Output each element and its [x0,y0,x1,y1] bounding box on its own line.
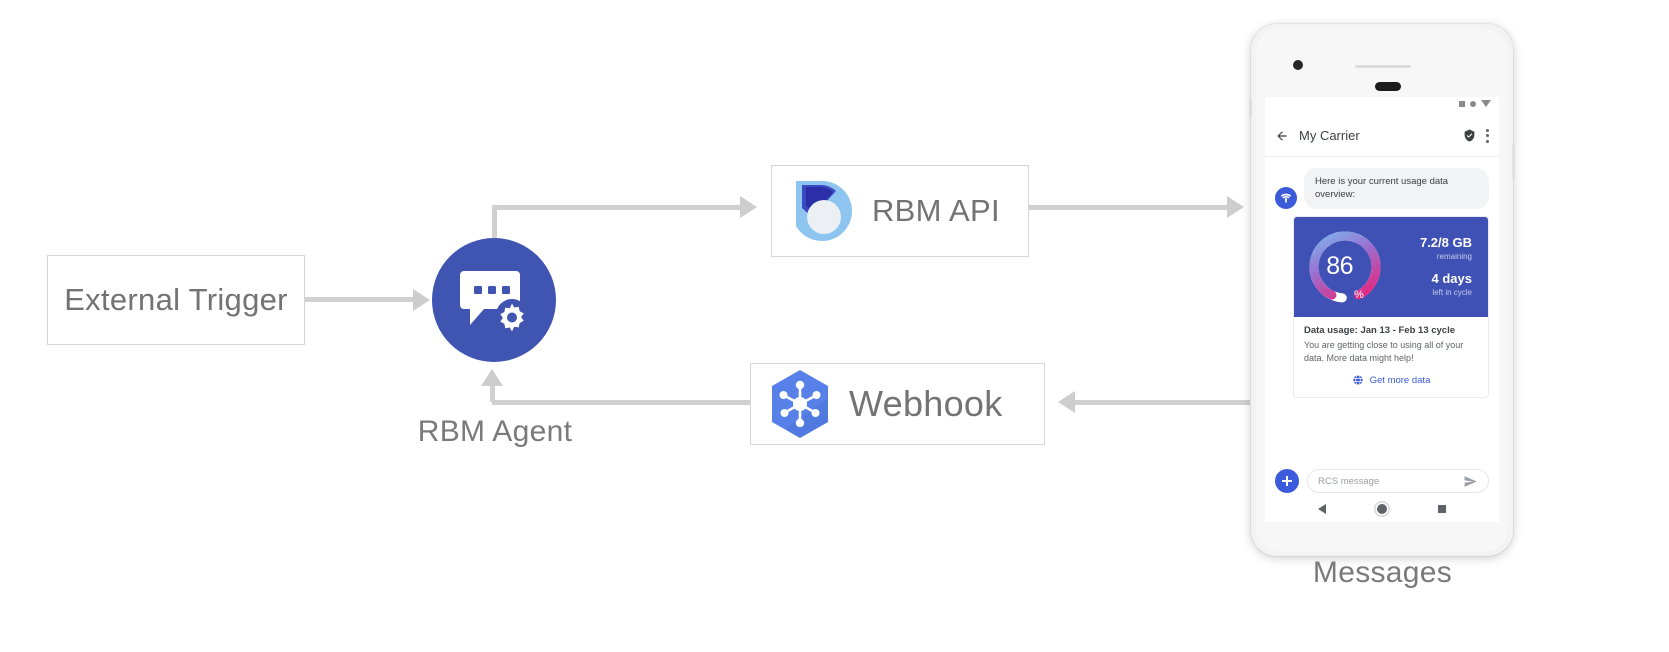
rbm-api-droplet-icon [796,181,852,241]
triangle-down-icon [1481,100,1491,107]
android-nav-bar [1265,496,1499,522]
plus-icon[interactable] [1275,469,1299,493]
arrowhead-messages-to-webhook [1058,391,1075,413]
rcs-message-input[interactable]: RCS message [1307,469,1489,493]
arrowhead-api-to-messages [1227,196,1244,218]
card-title: Data usage: Jan 13 - Feb 13 cycle [1304,324,1456,336]
rich-card[interactable]: 86 % 7.2/8 GB remaining 4 days lef [1293,215,1489,399]
nav-home-icon[interactable] [1376,504,1387,514]
phone-camera-icon [1293,60,1303,70]
verified-shield-icon [1464,129,1475,142]
message-text: Here is your current usage data overview… [1315,176,1449,201]
card-media: 86 % 7.2/8 GB remaining 4 days lef [1294,216,1488,317]
status-bar [1459,100,1491,107]
stat-days-value: 4 days [1431,271,1472,287]
node-rbm-api[interactable]: RBM API [771,165,1029,257]
phone-power-button[interactable] [1512,144,1515,178]
rbm-agent-label: RBM Agent [417,415,573,448]
card-stats: 7.2/8 GB remaining 4 days left in cycle [1394,236,1476,297]
connector-trigger-to-agent [305,297,415,302]
back-arrow-icon[interactable] [1275,129,1289,143]
arrowhead-trigger-to-agent [413,289,430,311]
stat-days-sub: left in cycle [1432,287,1472,297]
connector-agent-to-api [492,205,740,210]
phone-earpiece [1375,82,1401,91]
card-action-label: Get more data [1369,374,1431,386]
connector-webhook-to-agent [492,400,750,405]
stat-data-value: 7.2/8 GB [1419,235,1472,251]
conversation-list: Here is your current usage data overview… [1265,158,1499,468]
app-bar: My Carrier [1265,115,1499,157]
webhook-label: Webhook [849,383,1003,424]
avatar [1275,186,1297,209]
message-row: Here is your current usage data overview… [1265,168,1499,209]
card-description: You are getting close to using all of yo… [1304,339,1464,364]
external-trigger-label: External Trigger [64,282,288,317]
app-title: My Carrier [1299,128,1360,143]
card-action-get-more-data[interactable]: Get more data [1304,374,1478,388]
phone-screen: My Carrier [1265,97,1499,522]
node-webhook[interactable]: Webhook [750,363,1045,445]
gauge-ring-icon [1309,231,1381,303]
globe-icon [1352,374,1363,386]
overflow-menu-icon[interactable] [1486,128,1489,143]
nav-back-icon[interactable] [1318,504,1327,514]
connector-agent-up [492,205,497,250]
webhook-hexagon-icon [772,370,828,438]
chat-gear-icon [460,271,528,332]
phone-device: My Carrier [1249,24,1515,556]
message-composer: RCS message [1265,468,1499,494]
connector-agent-up-return [490,386,495,402]
data-usage-gauge: 86 % [1306,228,1384,306]
stat-data-sub: remaining [1436,251,1472,261]
rcs-message-placeholder: RCS message [1318,475,1380,487]
square-icon [1459,100,1465,107]
phone-volume-button[interactable] [1249,99,1252,117]
message-bubble: Here is your current usage data overview… [1304,168,1489,209]
phone-sensor-strip [1355,65,1411,68]
connector-api-to-messages [1029,205,1229,210]
stat-data-remaining: 7.2/8 GB remaining [1420,236,1472,261]
gauge-percent-group: 86 % [1306,228,1384,306]
messages-label: Messages [1312,556,1453,589]
node-rbm-agent[interactable] [432,238,556,362]
connector-messages-to-webhook [1075,400,1250,405]
arrowhead-webhook-to-agent [481,369,503,386]
send-icon[interactable] [1463,474,1478,489]
stat-days-left: 4 days left in cycle [1432,272,1472,297]
gauge-percent-unit: % [1354,288,1364,301]
carrier-signal-icon [1280,193,1292,203]
gauge-percent-value: 86 [1326,252,1354,281]
card-body: Data usage: Jan 13 - Feb 13 cycle You ar… [1294,317,1488,397]
node-external-trigger[interactable]: External Trigger [47,255,305,345]
dot-icon [1470,100,1476,107]
arrowhead-agent-to-api [740,196,757,218]
rbm-api-label: RBM API [872,193,1000,228]
nav-recents-icon[interactable] [1437,505,1446,513]
